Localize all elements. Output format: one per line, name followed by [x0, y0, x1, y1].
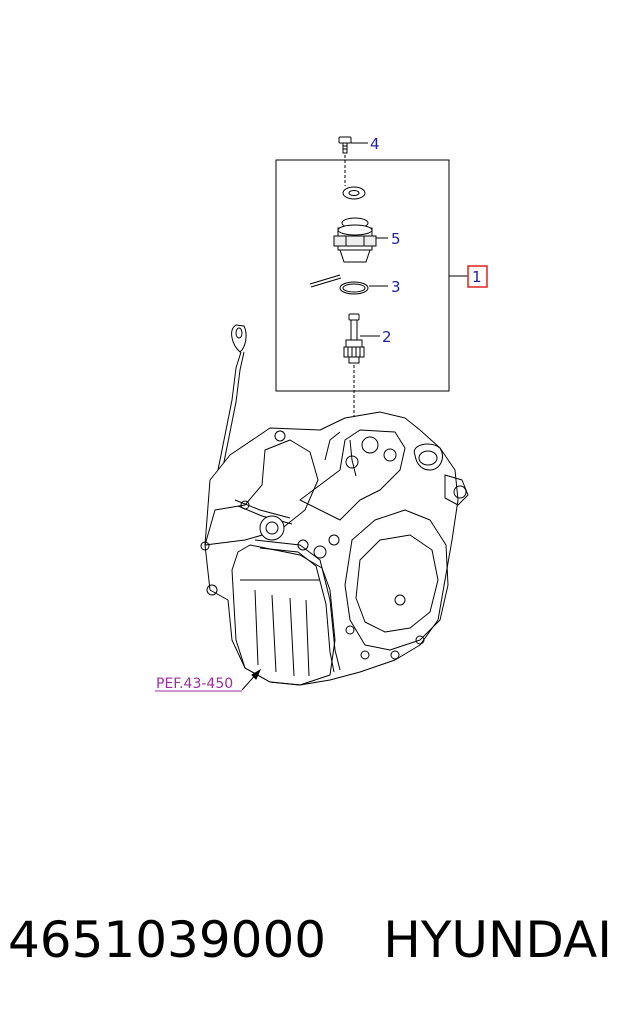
callout-5[interactable]: 5 [391, 230, 401, 248]
caption-bar: 4651039000 HYUNDAI [8, 900, 612, 980]
part-number: 4651039000 [8, 911, 327, 969]
reference-label[interactable]: PEF.43-450 [156, 676, 233, 692]
callout-2[interactable]: 2 [382, 328, 392, 346]
callout-4[interactable]: 4 [370, 135, 380, 153]
part-bolt [338, 136, 352, 154]
callout-1-highlight[interactable] [467, 265, 488, 288]
part-driven-gear [343, 313, 365, 364]
part-o-ring [339, 281, 369, 295]
part-seal-ring [342, 186, 366, 200]
callout-1[interactable]: 1 [472, 268, 482, 286]
callout-3[interactable]: 3 [391, 278, 401, 296]
part-pin [309, 274, 342, 288]
dipstick [215, 324, 247, 483]
brand-name: HYUNDAI [383, 911, 612, 969]
part-sensor-housing [333, 217, 377, 263]
reference-pointer [241, 668, 262, 691]
transmission-illustration [200, 324, 469, 686]
